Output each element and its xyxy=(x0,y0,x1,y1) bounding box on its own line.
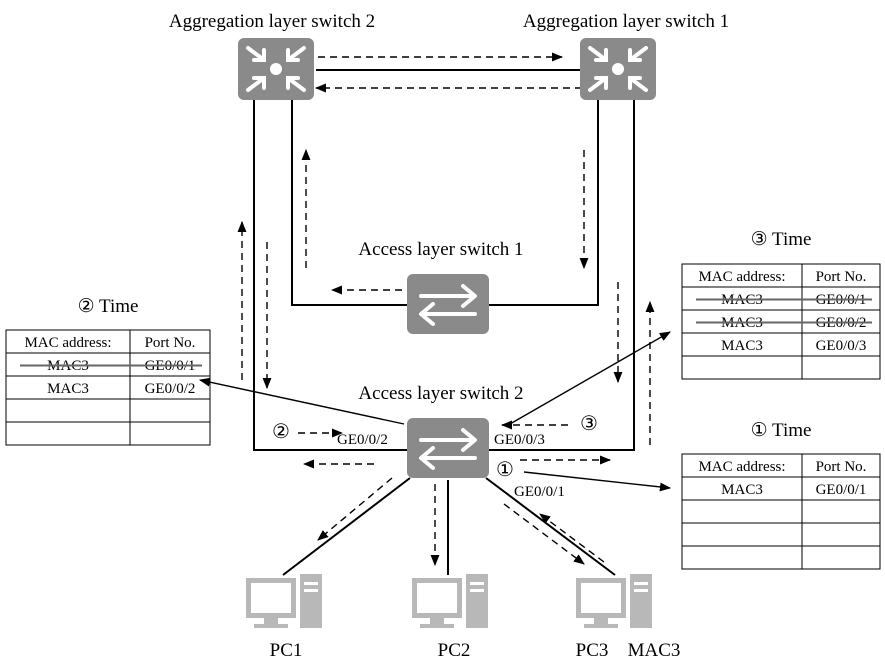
table-header-port: Port No. xyxy=(145,335,196,351)
flow-arrow xyxy=(317,477,393,541)
agg1-label: Aggregation layer switch 1 xyxy=(523,11,729,32)
access1-switch-icon xyxy=(407,274,489,334)
access2-switch-icon xyxy=(407,418,489,478)
port-label-ge001: GE0/0/1 xyxy=(514,484,565,500)
flow-arrows xyxy=(237,52,655,567)
marker-three: ③ xyxy=(580,413,598,435)
table-header-mac: MAC address: xyxy=(24,335,111,351)
flow-arrow xyxy=(503,503,585,565)
table-title: ② Time xyxy=(78,296,139,317)
pc3-label: PC3 xyxy=(576,640,609,661)
table-cell-mac: MAC3 xyxy=(47,381,89,397)
agg1-switch-icon xyxy=(580,38,656,100)
pointer-arrow-time3 xyxy=(509,331,671,425)
link-access2-agg1 xyxy=(489,100,635,451)
pc2-computer-icon xyxy=(412,574,488,628)
port-label-ge002: GE0/0/2 xyxy=(337,432,388,448)
pointer-arrow-time2 xyxy=(198,377,405,425)
mac3-label: MAC3 xyxy=(628,640,681,661)
table-cell-mac: MAC3 xyxy=(721,482,763,498)
table-cell-port: GE0/0/1 xyxy=(816,482,867,498)
access1-label: Access layer switch 1 xyxy=(358,239,523,260)
table-cell-mac: MAC3 xyxy=(721,338,763,354)
table-title: ① Time xyxy=(751,420,812,441)
link-agg2-access2 xyxy=(253,100,407,451)
pc1-computer-icon xyxy=(246,574,322,628)
link-agg2-access1 xyxy=(291,100,407,306)
flow-arrow xyxy=(539,513,605,563)
table-border xyxy=(681,453,881,570)
port-label-ge003: GE0/0/3 xyxy=(494,432,545,448)
links xyxy=(253,69,635,576)
table-header-mac: MAC address: xyxy=(698,459,785,475)
agg2-switch-icon xyxy=(238,38,314,100)
table-cell-port: GE0/0/3 xyxy=(816,338,867,354)
link-access2-pc3 xyxy=(485,477,616,576)
table-border xyxy=(681,263,881,380)
pc1-label: PC1 xyxy=(270,640,303,661)
link-access1-agg1 xyxy=(489,100,599,306)
table-border xyxy=(5,329,211,446)
table-title: ③ Time xyxy=(751,229,812,250)
link-access2-pc1 xyxy=(282,477,411,576)
pc2-label: PC2 xyxy=(438,640,471,661)
agg2-label: Aggregation layer switch 2 xyxy=(169,11,375,32)
marker-two: ② xyxy=(272,421,290,443)
pointer-arrow-time1 xyxy=(523,471,672,492)
marker-one: ① xyxy=(496,459,514,481)
table-header-port: Port No. xyxy=(816,459,867,475)
pc3-computer-icon xyxy=(576,574,652,628)
table-header-mac: MAC address: xyxy=(698,269,785,285)
table-cell-port: GE0/0/2 xyxy=(145,381,196,397)
table-pointers xyxy=(198,331,672,492)
access2-label: Access layer switch 2 xyxy=(358,383,523,404)
table-header-port: Port No. xyxy=(816,269,867,285)
